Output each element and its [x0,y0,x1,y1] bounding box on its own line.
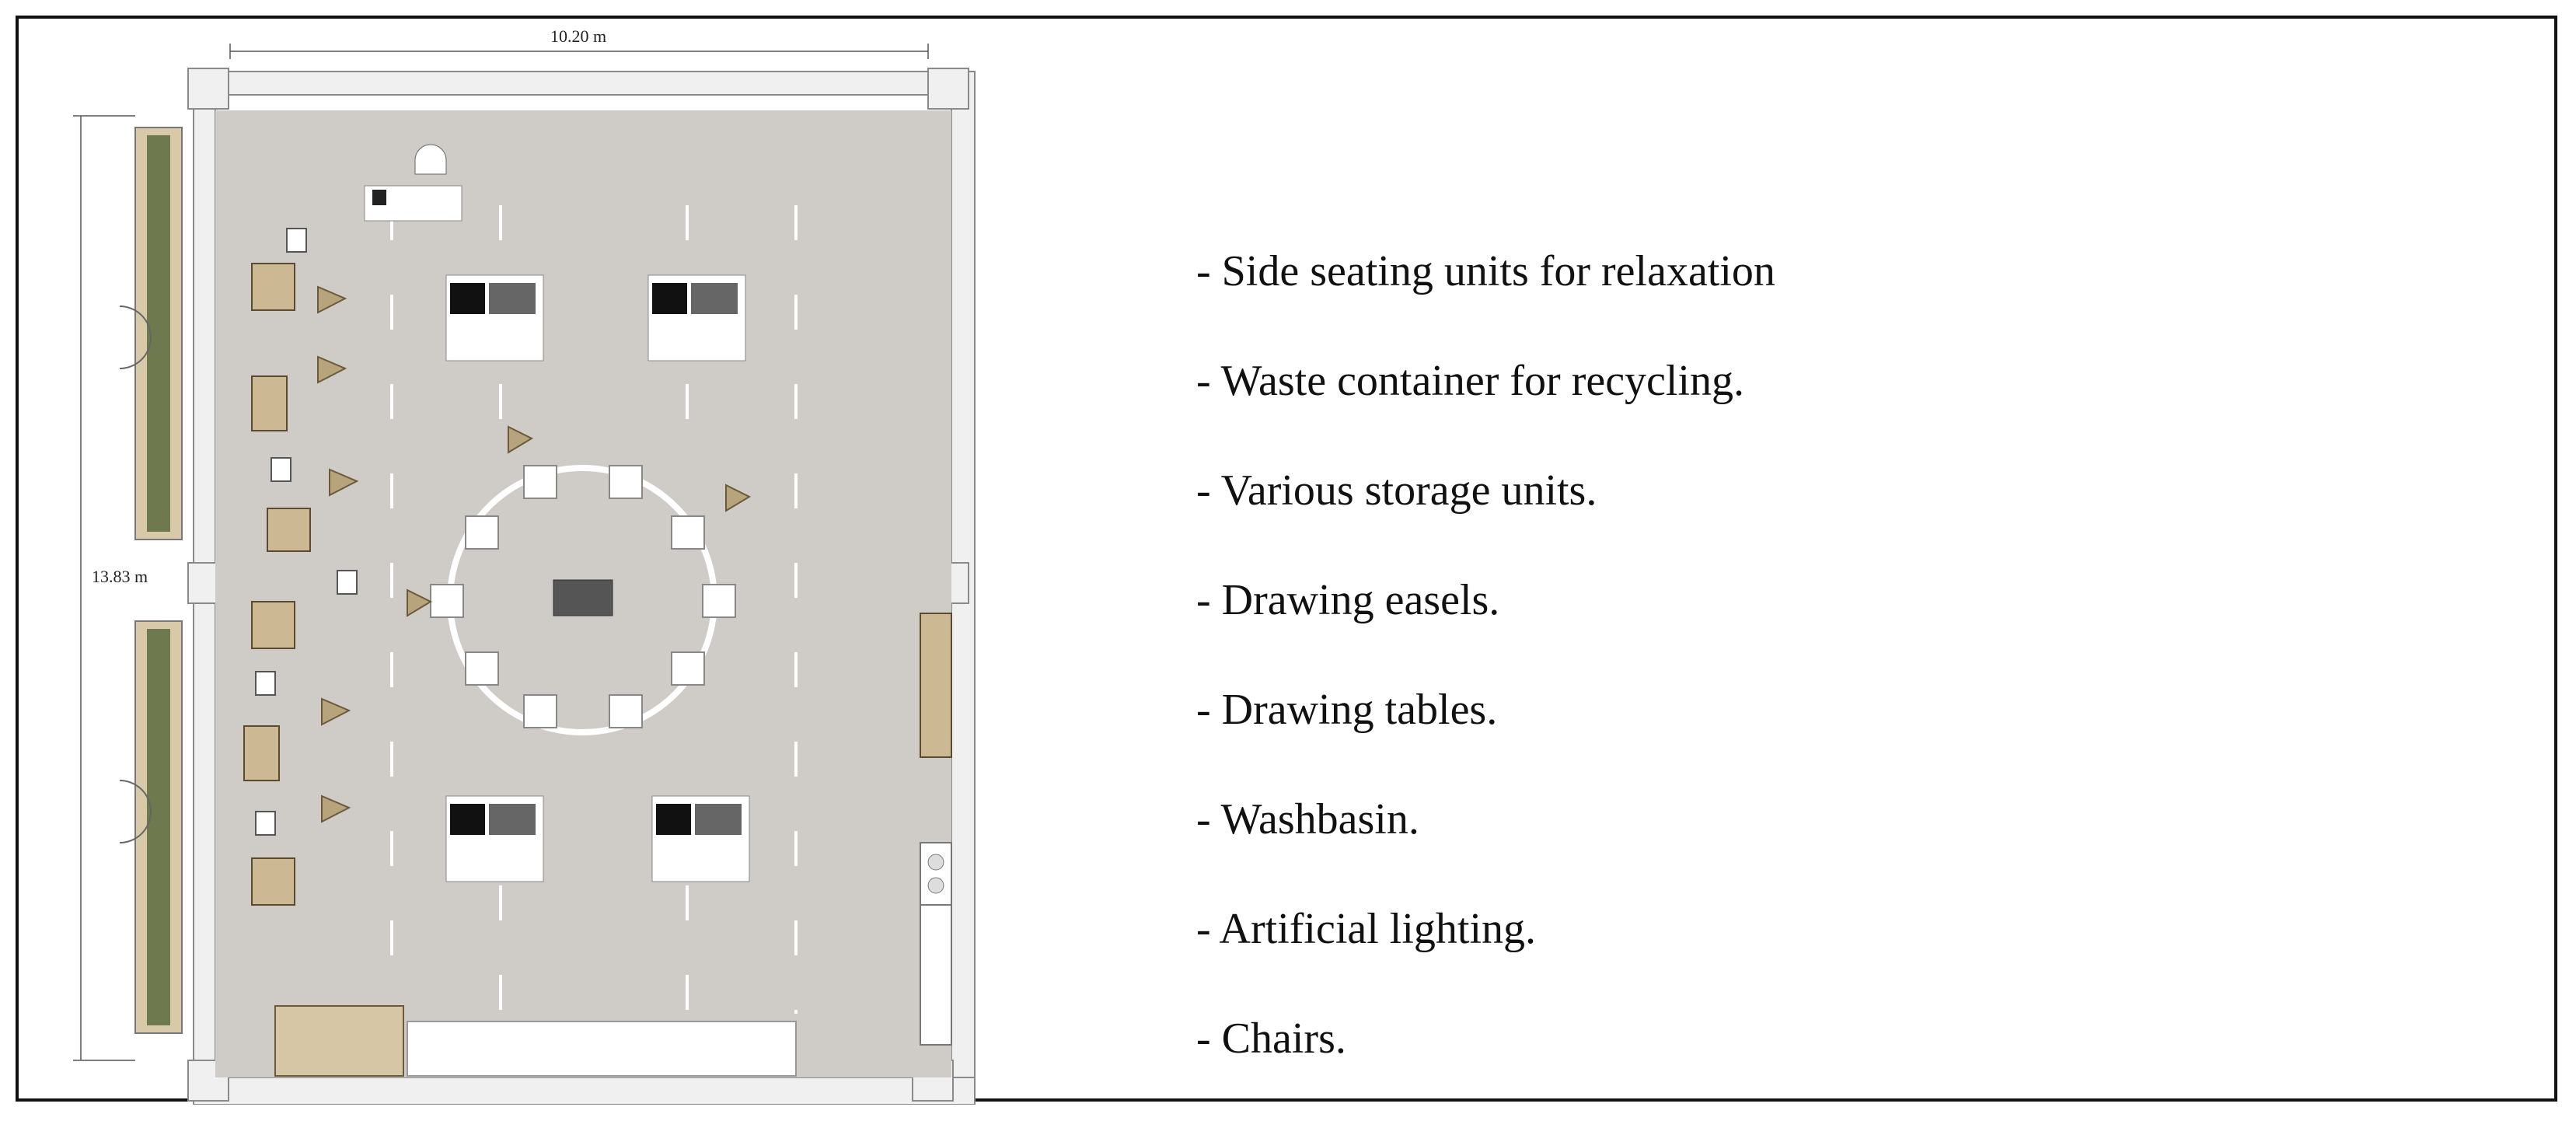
list-item: - Side seating units for relaxation [1196,247,1775,295]
drawing-table [651,795,750,882]
planter-top [134,127,183,540]
drawing-table [445,795,544,882]
list-item: - Washbasin. [1196,795,1419,843]
planter-bottom [134,620,183,1034]
right-side-seating [920,613,952,758]
list-item: - Waste container for recycling. [1196,357,1745,405]
floor-plan: 10.20 m 13.83 m [73,26,976,1105]
height-dimension-label: 13.83 m [92,567,148,586]
drawing-table [445,274,544,361]
chairs [430,465,736,728]
drawing-easels [317,285,752,823]
list-item: - Chairs. [1196,1014,1346,1063]
list-item: - Drawing tables. [1196,686,1498,734]
list-item: - Drawing easels. [1196,576,1500,624]
slide-frame: 10.20 m 13.83 m [16,16,2557,1105]
width-dimension-label: 10.20 m [550,26,606,46]
drawing-table [647,274,746,361]
storage-units [274,1005,797,1077]
front-desk [364,144,462,222]
list-item: - Various storage units. [1196,466,1597,515]
door-swing-bottom [119,780,152,843]
list-item: - Artificial lighting. [1196,905,1537,953]
side-seating-units [243,263,311,906]
waste-containers [255,228,358,836]
features-list: - Side seating units for relaxation - Wa… [1196,244,1775,1121]
center-storage-unit [553,579,613,616]
door-swing-top [119,306,152,369]
washbasin [920,842,952,906]
dimension-lines [73,44,929,1061]
shelving-unit [920,904,952,1046]
